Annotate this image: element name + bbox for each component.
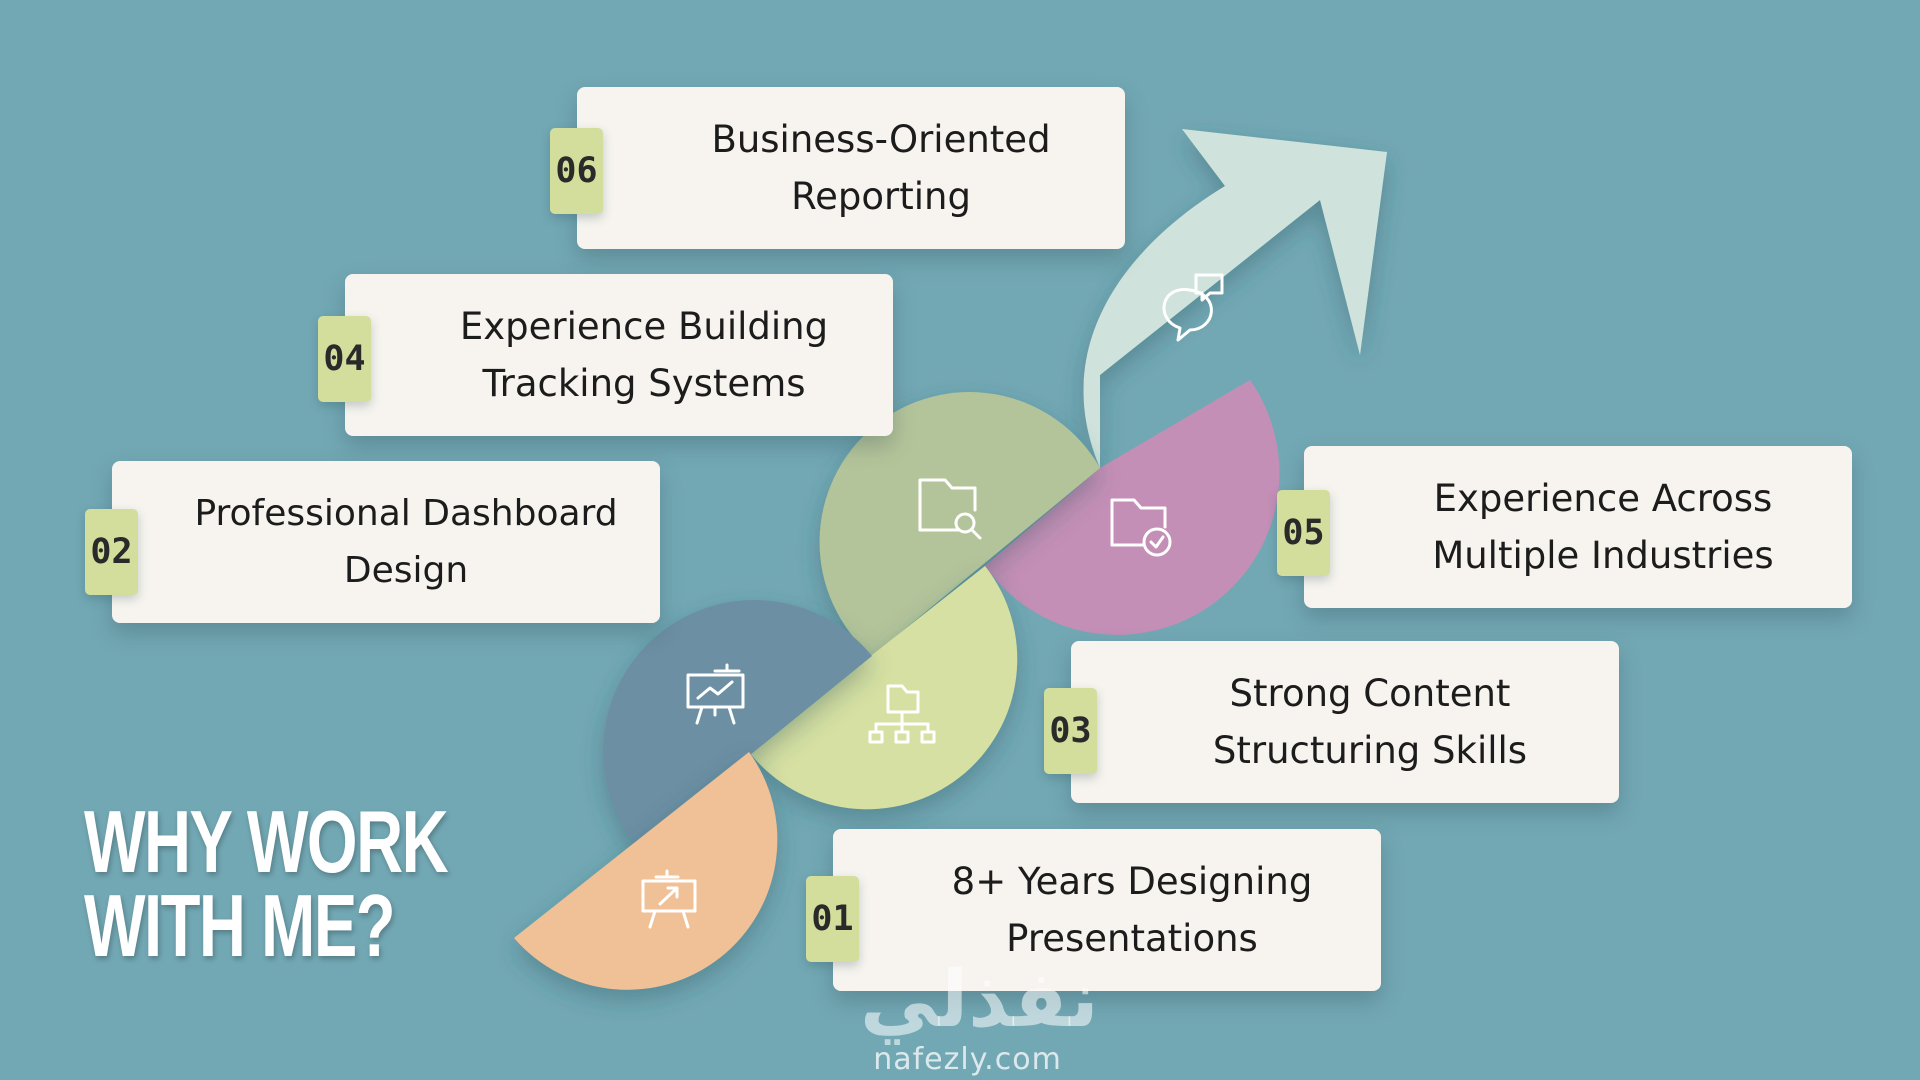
badge-02: 02	[85, 509, 138, 595]
card-03-text: Strong Content Structuring Skills	[1212, 672, 1528, 772]
presentation-chart-icon	[686, 663, 745, 725]
card-06-text: Business-Oriented Reporting	[711, 118, 1051, 218]
watermark-url: nafezly.com	[873, 1042, 1062, 1077]
badge-06: 06	[550, 128, 603, 214]
segment-05-body	[985, 380, 1280, 635]
segment-04	[819, 392, 1100, 656]
folder-search-icon	[918, 478, 982, 540]
folder-hierarchy-icon	[868, 684, 936, 744]
card-05-text: Experience Across Multiple Industries	[1432, 477, 1774, 577]
segment-03	[749, 566, 1018, 810]
card-05: Experience Across Multiple Industries	[1304, 446, 1852, 608]
badge-01: 01	[806, 876, 859, 962]
chat-bubbles-icon	[1162, 273, 1224, 342]
card-06: Business-Oriented Reporting	[577, 87, 1125, 249]
segment-02	[603, 600, 872, 847]
segment-06-arrow	[1083, 129, 1387, 468]
headline-line-2: WITH ME?	[84, 876, 396, 975]
card-01-text: 8+ Years Designing Presentations	[951, 860, 1313, 960]
card-04-text: Experience Building Tracking Systems	[459, 305, 829, 405]
presentation-arrow-icon	[641, 869, 697, 929]
badge-04: 04	[318, 316, 371, 402]
card-02-text: Professional Dashboard Design	[194, 493, 618, 591]
segment-01	[514, 752, 778, 990]
card-01: 8+ Years Designing Presentations	[833, 829, 1381, 991]
headline-line-1: WHY WORK	[84, 792, 449, 891]
watermark-logo: نفذلي	[860, 955, 1099, 1045]
badge-05: 05	[1277, 490, 1330, 576]
card-04: Experience Building Tracking Systems	[345, 274, 893, 436]
card-02: Professional Dashboard Design	[112, 461, 660, 623]
badge-03: 03	[1044, 688, 1097, 774]
folder-check-icon	[1110, 498, 1172, 557]
card-03: Strong Content Structuring Skills	[1071, 641, 1619, 803]
headline: WHY WORK WITH ME?	[84, 792, 449, 975]
